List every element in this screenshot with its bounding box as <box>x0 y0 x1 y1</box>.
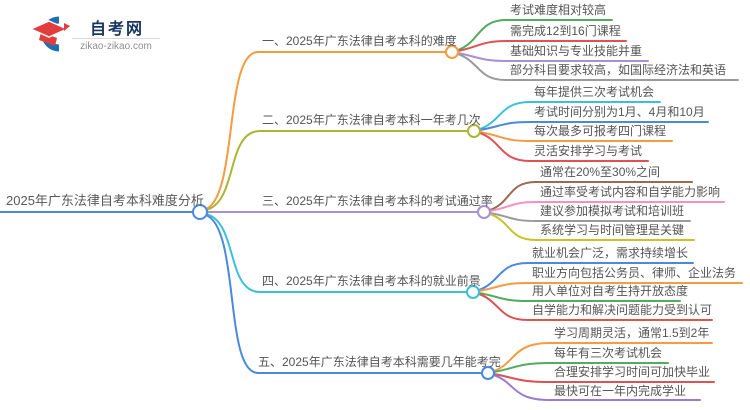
branch-5-leaf-3-line <box>493 373 715 383</box>
branch-3-node-circle[interactable] <box>477 205 491 219</box>
branch-3-leaf-3-line <box>489 212 691 222</box>
branch-2-node-circle[interactable] <box>467 124 481 138</box>
branch-3-leaf-2-line <box>489 201 725 212</box>
branch-2-leaf-1-line <box>479 101 661 130</box>
branch-2-line <box>205 130 468 211</box>
branch-4-leaf-1-line <box>478 262 694 291</box>
branch-2-leaf-2[interactable]: 考试时间分别为1月、4月和10月 <box>534 105 705 119</box>
branch-5-node-circle[interactable] <box>481 366 495 380</box>
branch-3-leaf-4-line <box>489 213 695 241</box>
branch-2-leaf-2-line <box>479 121 709 131</box>
branch-4-leaf-4-line <box>478 293 713 321</box>
branch-3-leaf-3[interactable]: 建议参加模拟考试和培训班 <box>540 204 685 218</box>
logo-divider <box>72 38 160 39</box>
branch-1-leaf-4-line <box>457 53 739 81</box>
branch-5-leaf-3[interactable]: 合理安排学习时间可加快毕业 <box>554 365 711 379</box>
branch-4-leaf-2-line <box>478 282 743 292</box>
branch-1-leaf-2[interactable]: 需完成12到16门课程 <box>510 24 621 38</box>
branch-2-leaf-4-line <box>479 132 649 162</box>
branch-2-leaf-1[interactable]: 每年提供三次考试机会 <box>534 85 655 99</box>
root-node-circle[interactable] <box>192 204 208 220</box>
branch-5-leaf-1[interactable]: 学习周期灵活，通常1.5到2年 <box>554 326 710 340</box>
branch-5-line <box>205 214 482 374</box>
site-name: 自考网 <box>89 21 144 38</box>
branch-1-leaf-2-line <box>457 40 627 52</box>
branch-5-leaf-4-line <box>493 374 701 401</box>
branch-4-leaf-3[interactable]: 用人单位对自考生持开放态度 <box>532 284 689 298</box>
branch-4-leaf-2[interactable]: 职业方向包括公务员、律师、企业法务 <box>532 266 737 280</box>
branch-5-leaf-2[interactable]: 每年有三次考试机会 <box>554 346 663 360</box>
branch-5-label[interactable]: 五、2025年广东法律自考本科需要几年能考完 <box>258 355 501 369</box>
branch-2-leaf-3-line <box>479 131 673 142</box>
site-url: zikao-zikao.com <box>80 41 152 52</box>
root-topic[interactable]: 2025年广东法律自考本科难度分析 <box>6 193 204 208</box>
branch-3-leaf-4[interactable]: 系统学习与时间管理是关键 <box>540 223 685 237</box>
branch-2-label[interactable]: 二、2025年广东法律自考本科一年考几次 <box>262 113 481 127</box>
branch-1-leaf-3[interactable]: 基础知识与专业技能并重 <box>510 44 643 58</box>
branch-5-leaf-1-line <box>493 342 713 372</box>
branch-2-leaf-4[interactable]: 灵活安排学习与考试 <box>534 144 643 158</box>
branch-4-node-circle[interactable] <box>466 285 480 299</box>
branch-1-leaf-1[interactable]: 考试难度相对较高 <box>510 3 607 17</box>
branch-3-label[interactable]: 三、2025年广东法律自考本科的考试通过率 <box>262 194 493 208</box>
branch-4-label[interactable]: 四、2025年广东法律自考本科的就业前景 <box>262 274 481 288</box>
graduation-cap-icon <box>29 16 70 52</box>
site-logo[interactable]: 自考网 zikao-zikao.com <box>28 7 160 57</box>
branch-1-label[interactable]: 一、2025年广东法律自考本科的难度 <box>262 34 457 48</box>
branch-5-leaf-2-line <box>493 362 669 373</box>
branch-3-leaf-1-line <box>489 181 693 211</box>
branch-1-line <box>205 51 446 210</box>
branch-3-leaf-2[interactable]: 通过率受考试内容和自学能力影响 <box>540 185 721 199</box>
branch-1-leaf-3-line <box>457 52 649 62</box>
branch-4-leaf-4[interactable]: 自学能力和解决问题能力受到认可 <box>532 303 713 317</box>
branch-4-leaf-3-line <box>478 292 681 302</box>
branch-4-line <box>205 213 467 293</box>
branch-1-node-circle[interactable] <box>445 45 459 59</box>
branch-1-leaf-4[interactable]: 部分科目要求较高，如国际经济法和英语 <box>510 63 727 77</box>
branch-1-leaf-1-line <box>457 19 613 51</box>
branch-5-leaf-4[interactable]: 最快可在一年内完成学业 <box>554 384 687 398</box>
branch-2-leaf-3[interactable]: 每次最多可报考四门课程 <box>534 124 667 138</box>
branch-3-leaf-1[interactable]: 通常在20%至30%之间 <box>540 165 661 179</box>
branch-4-leaf-1[interactable]: 就业机会广泛，需求持续增长 <box>532 246 689 260</box>
